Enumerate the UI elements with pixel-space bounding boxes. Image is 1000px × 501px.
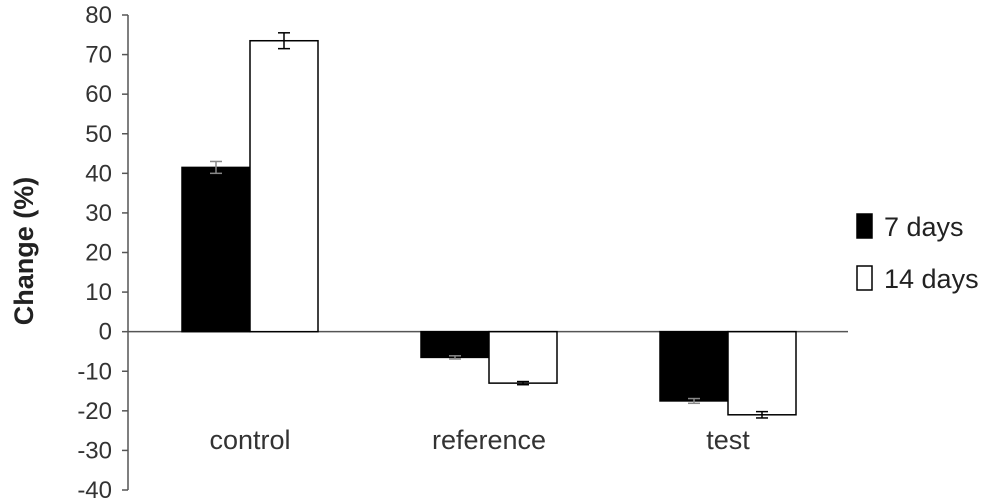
y-tick-label: 80 [85,2,112,29]
y-ticks: 80 70 60 50 40 30 20 10 0 -10 -20 -30 -40 [77,2,128,501]
y-tick-label: 60 [85,81,112,108]
bar-control-14-days [249,39,319,333]
category-label-control: control [209,425,290,455]
y-axis-title: Change (%) [9,177,39,326]
error-bar-reference-14-days [517,380,529,386]
category-labels: control reference test [209,425,750,455]
y-tick-label: 70 [85,42,112,69]
bar-test-7-days [659,330,729,402]
y-tick-label: 0 [99,319,112,346]
legend-swatch-7-days [856,213,873,239]
bar-reference-7-days [420,330,490,359]
error-bar-test-14-days [756,410,768,419]
y-tick-label: 30 [85,200,112,227]
category-label-reference: reference [432,425,546,455]
y-tick-label: -30 [77,437,112,464]
legend-label-7-days: 7 days [884,212,964,242]
category-label-test: test [706,425,750,455]
y-tick-label: 20 [85,240,112,267]
legend-swatch-14-days [856,265,873,291]
error-bar-control-7-days [210,160,222,175]
error-bar-reference-7-days [449,355,461,360]
y-tick-label: 50 [85,121,112,148]
y-tick-label: 10 [85,279,112,306]
error-bar-control-14-days [278,32,290,50]
bar-control-7-days [181,166,251,333]
bar-test-14-days [727,330,797,416]
bar-reference-14-days [488,330,558,384]
y-tick-label: 40 [85,160,112,187]
error-bar-test-7-days [688,397,700,405]
legend: 7 days 14 days [856,212,979,294]
y-tick-label: -40 [77,477,112,501]
legend-label-14-days: 14 days [884,264,979,294]
y-tick-label: -10 [77,358,112,385]
error-bars [210,32,768,419]
y-tick-label: -20 [77,398,112,425]
bars [181,39,797,416]
